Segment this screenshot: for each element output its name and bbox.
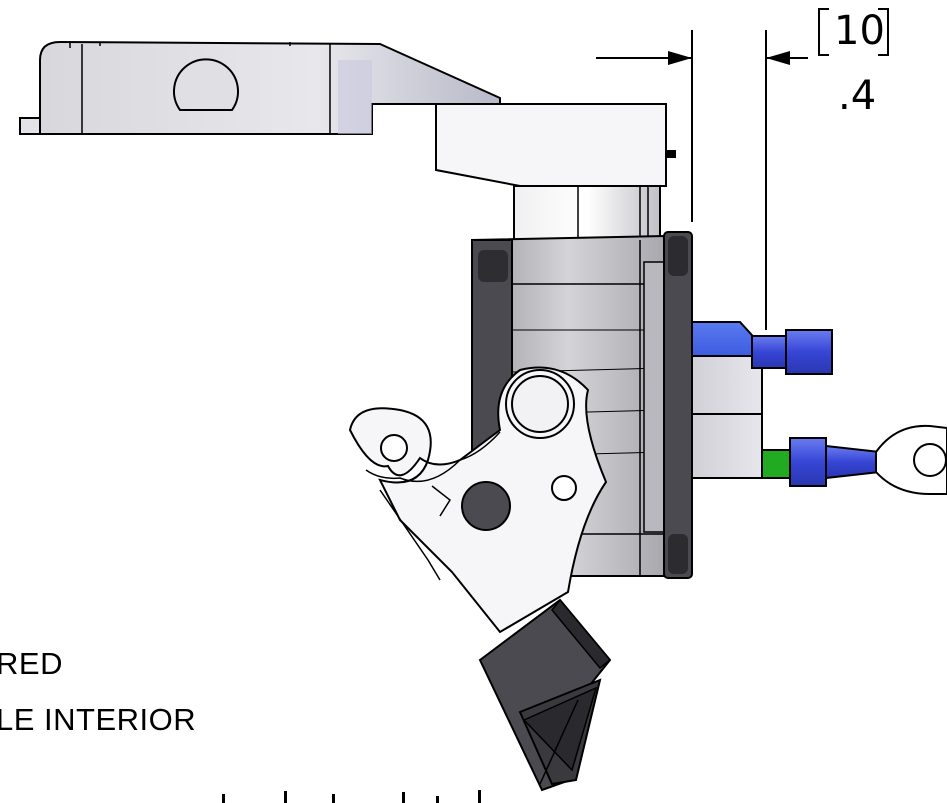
dimension-metric-value: 10 — [834, 8, 885, 54]
dimension-bracket-left — [818, 8, 829, 56]
note-line-1: RED — [0, 646, 63, 681]
ring-terminal — [761, 424, 947, 495]
upper-terminal — [751, 329, 833, 375]
dimension-annotation — [596, 30, 808, 330]
lever-handle — [478, 598, 612, 792]
top-plate — [19, 40, 501, 135]
cam-lever — [348, 366, 608, 634]
note-line-3-descenders — [40, 790, 500, 803]
note-line-2: LE INTERIOR — [0, 702, 197, 737]
dimension-imperial-value: .4 — [838, 73, 877, 119]
dimension-bracket-right — [878, 8, 889, 56]
upper-block — [435, 103, 676, 243]
